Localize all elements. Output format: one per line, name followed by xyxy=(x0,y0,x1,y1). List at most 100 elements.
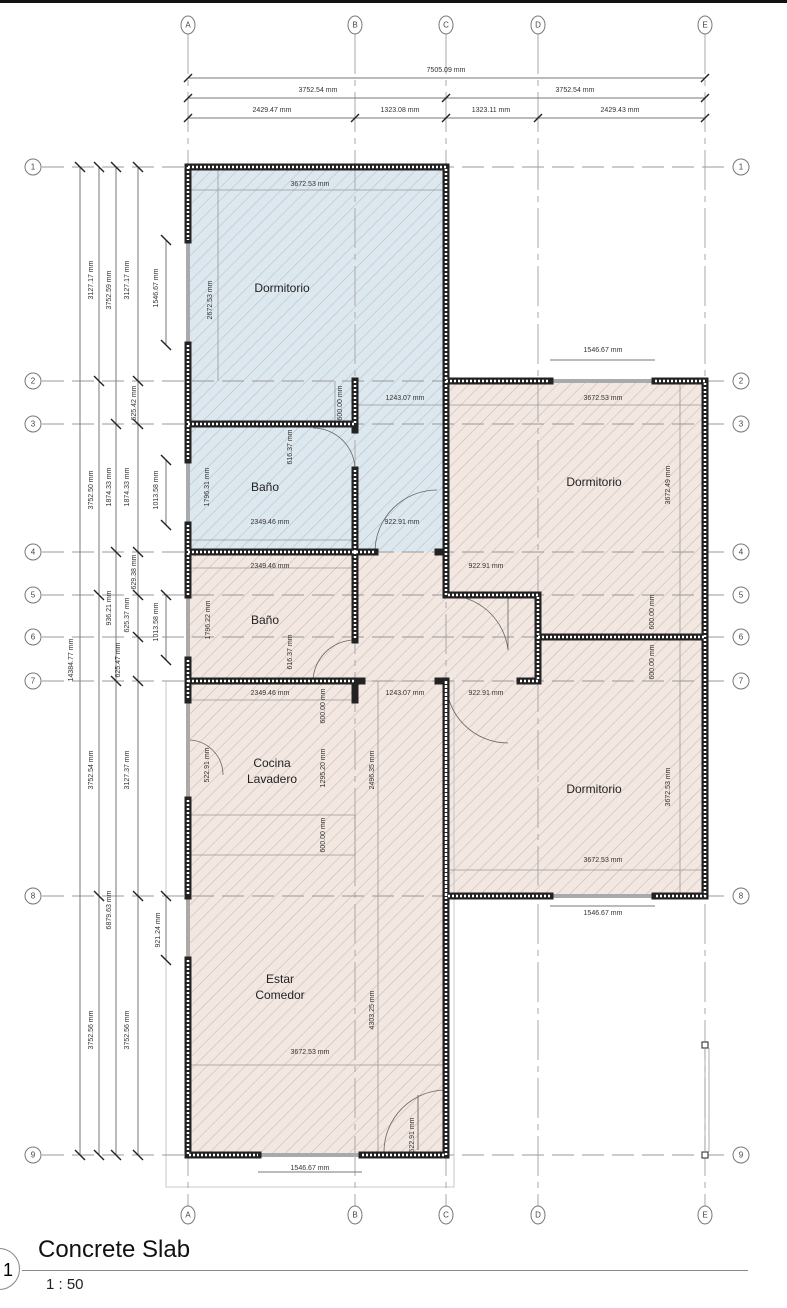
grid-bubble-row-1-left: 1 xyxy=(24,158,42,176)
grid-bubble-row-4-right: 4 xyxy=(732,543,750,561)
dimension-tick xyxy=(110,161,122,173)
dimension-label: 600.00 mm xyxy=(320,817,327,852)
svg-text:A: A xyxy=(185,1211,191,1220)
dimension-label: 1874.33 mm xyxy=(106,467,113,506)
room-dormitorio-2: Dormitorio xyxy=(566,475,622,489)
svg-text:B: B xyxy=(352,1211,357,1220)
dimension-tick xyxy=(132,890,144,902)
room-bano-1: Baño xyxy=(251,480,279,494)
grid-bubble-row-5-left: 5 xyxy=(24,586,42,604)
grid-bubble-row-3-right: 3 xyxy=(732,415,750,433)
dimension-label: 1243.07 mm xyxy=(386,395,425,402)
dimension-label: 922.91 mm xyxy=(384,519,419,526)
dimension-tick xyxy=(93,161,105,173)
svg-text:C: C xyxy=(443,1211,449,1220)
dimension-tick xyxy=(160,890,172,902)
dimension-label: 3672.53 mm xyxy=(584,857,623,864)
grid-bubble-row-4-left: 4 xyxy=(24,543,42,561)
grid-bubble-row-1-right: 1 xyxy=(732,158,750,176)
column-marker xyxy=(701,1041,709,1049)
left-dimensions xyxy=(74,161,172,1161)
svg-text:A: A xyxy=(185,21,191,30)
dimension-tick xyxy=(74,161,86,173)
dimension-label: 629.38 mm xyxy=(131,554,138,589)
dimension-label: 3672.53 mm xyxy=(291,181,330,188)
svg-text:B: B xyxy=(352,21,357,30)
dimension-tick xyxy=(110,418,122,430)
grid-bubble-c-top: C xyxy=(438,15,454,35)
top-border xyxy=(0,0,787,3)
dimension-label: 3672.53 mm xyxy=(665,767,672,806)
dimension-tick xyxy=(110,675,122,687)
grid-bubble-row-6-left: 6 xyxy=(24,628,42,646)
svg-text:2: 2 xyxy=(31,377,36,386)
room-estar: Estar xyxy=(266,972,294,986)
dimension-label: 922.91 mm xyxy=(468,563,503,570)
dimension-label: 616.37 mm xyxy=(287,429,294,464)
dimension-label: 1546.67 mm xyxy=(584,910,623,917)
dimension-label: 600.00 mm xyxy=(337,385,344,420)
dimension-label: 936.21 mm xyxy=(106,590,113,625)
grid-bubble-a-top: A xyxy=(180,15,196,35)
room-dormitorio-1: Dormitorio xyxy=(254,281,310,295)
svg-text:5: 5 xyxy=(31,591,36,600)
dimension-tick xyxy=(132,161,144,173)
grid-bubble-b-top: B xyxy=(347,15,363,35)
dimension-label: 3672.53 mm xyxy=(291,1049,330,1056)
dimension-tick xyxy=(93,589,105,601)
dimension-label: 3672.53 mm xyxy=(584,395,623,402)
grid-bubble-row-7-right: 7 xyxy=(732,672,750,690)
dimension-label: 3752.56 mm xyxy=(124,1010,131,1049)
dimension-label: 3752.56 mm xyxy=(88,1010,95,1049)
grid-bubble-row-2-left: 2 xyxy=(24,372,42,390)
title-underline xyxy=(22,1270,748,1271)
dimension-tick xyxy=(132,418,144,430)
svg-text:4: 4 xyxy=(739,548,744,557)
grid-bubbles-columns: A B C D E A B C D E xyxy=(180,15,713,1225)
dimension-label: 600.00 mm xyxy=(649,594,656,629)
grid-bubble-d-bottom: D xyxy=(530,1205,546,1225)
dimension-label: 3672.49 mm xyxy=(665,465,672,504)
dimension-tick xyxy=(132,375,144,387)
room-dormitorio-3: Dormitorio xyxy=(566,782,622,796)
svg-text:C: C xyxy=(443,21,449,30)
dimension-label: 2349.46 mm xyxy=(251,563,290,570)
grid-bubble-row-6-right: 6 xyxy=(732,628,750,646)
dimension-label: 6879.63 mm xyxy=(106,890,113,929)
windows xyxy=(186,240,655,1157)
room-comedor: Comedor xyxy=(255,988,304,1002)
dimension-label: 1243.07 mm xyxy=(386,690,425,697)
grid-bubble-e-bottom: E xyxy=(697,1205,713,1225)
svg-text:8: 8 xyxy=(739,892,744,901)
drawing-title: Concrete Slab xyxy=(38,1236,191,1263)
grid-bubble-row-5-right: 5 xyxy=(732,586,750,604)
grid-bubble-row-2-right: 2 xyxy=(732,372,750,390)
svg-text:E: E xyxy=(702,21,707,30)
grid-bubble-row-9-left: 9 xyxy=(24,1146,42,1164)
dim-half-width-left: 3752.54 mm xyxy=(299,87,338,94)
dim-d-e: 2429.43 mm xyxy=(601,107,640,114)
dimension-label: 1013.58 mm xyxy=(153,602,160,641)
svg-text:6: 6 xyxy=(739,633,744,642)
dimension-label: 922.91 mm xyxy=(468,690,503,697)
interior-dimension-lines xyxy=(258,359,655,1173)
room-lavadero: Lavadero xyxy=(247,772,297,786)
grid-bubble-c-bottom: C xyxy=(438,1205,454,1225)
dimension-label: 3752.54 mm xyxy=(88,750,95,789)
grid-bubble-row-8-right: 8 xyxy=(732,887,750,905)
svg-text:7: 7 xyxy=(31,677,36,686)
room-labels: Dormitorio Baño Dormitorio Baño Cocina L… xyxy=(247,281,622,1002)
svg-text:5: 5 xyxy=(739,591,744,600)
dimension-tick xyxy=(74,1149,86,1161)
room-cocina: Cocina xyxy=(253,756,291,770)
svg-text:3: 3 xyxy=(31,420,36,429)
dim-overall-width: 7505.09 mm xyxy=(427,67,466,74)
dimension-label: 1546.67 mm xyxy=(291,1165,330,1172)
dimension-label: 600.00 mm xyxy=(320,688,327,723)
dimension-label: 522.91 mm xyxy=(409,1117,416,1152)
dimension-tick xyxy=(160,589,172,601)
dimension-tick xyxy=(110,546,122,558)
room-bano-2: Baño xyxy=(251,613,279,627)
